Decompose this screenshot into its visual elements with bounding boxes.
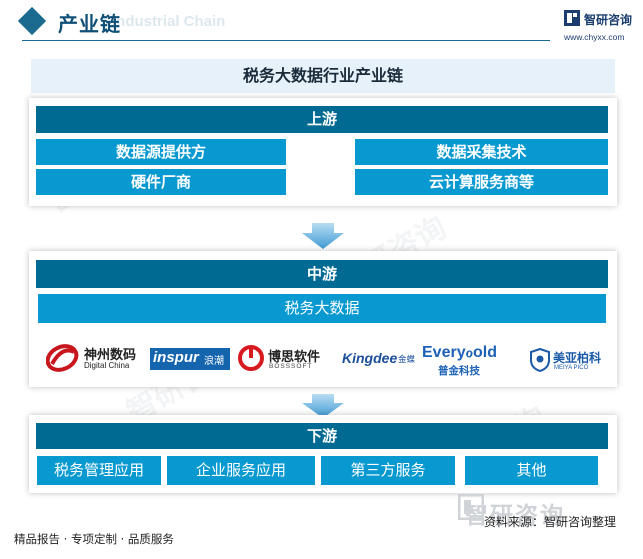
page-title: 产业链 <box>58 12 121 36</box>
footer-slogan: 精品报告 · 专项定制 · 品质服务 <box>14 532 174 546</box>
diamond-icon <box>17 6 47 36</box>
upstream-item: 数据采集技术 <box>355 139 608 165</box>
header-rule <box>22 40 550 41</box>
company-logo-kingdee: Kingdee 金蝶 <box>342 350 422 370</box>
bosssoft-icon <box>238 345 264 371</box>
downstream-item: 企业服务应用 <box>167 456 315 485</box>
company-logo-everygold: Everyℴold 普金科技 <box>422 342 522 378</box>
company-logo-digital-china: 神州数码 Digital China <box>46 342 146 374</box>
company-name: Kingdee <box>342 350 398 366</box>
company-name: inspur <box>153 349 199 366</box>
downstream-label: 下游 <box>36 423 608 449</box>
upstream-item: 云计算服务商等 <box>355 169 608 195</box>
company-sub: 普金科技 <box>438 365 480 377</box>
downstream-item: 第三方服务 <box>321 456 455 485</box>
brand-url: www.chyxx.com <box>564 32 625 42</box>
company-name: 神州数码 <box>84 348 137 363</box>
digital-china-icon <box>46 344 79 372</box>
brand-name: 智研咨询 <box>584 13 633 27</box>
midstream-sub-label: 税务大数据 <box>38 294 606 323</box>
shield-icon <box>530 348 550 372</box>
diagram-title: 税务大数据行业产业链 <box>31 59 615 93</box>
company-name: 博思软件 <box>268 350 321 365</box>
company-name: 美亚柏科 <box>553 351 602 365</box>
company-logo-inspur: inspur 浪潮 <box>150 348 230 370</box>
company-logo-bosssoft: 博思软件 BOSSSOFT <box>238 344 322 374</box>
company-sub: MEIYA PICO <box>554 365 589 371</box>
downstream-item: 税务管理应用 <box>37 456 161 485</box>
source-note: 资料来源：智研咨询整理 <box>484 515 617 529</box>
upstream-item: 硬件厂商 <box>36 169 286 195</box>
company-sub: Digital China <box>84 361 130 370</box>
down-arrow-icon <box>302 223 344 249</box>
company-sub: 浪潮 <box>204 356 224 367</box>
company-sub: 金蝶 <box>398 355 416 365</box>
brand-logo: 智研咨询 www.chyxx.com <box>562 8 642 44</box>
source-watermark: 智研咨询 <box>465 503 565 529</box>
upstream-item: 数据源提供方 <box>36 139 286 165</box>
page-header: Industrial Chain 产业链 <box>0 0 643 44</box>
upstream-label: 上游 <box>36 106 608 133</box>
header-ghost-text: Industrial Chain <box>112 13 226 30</box>
downstream-item: 其他 <box>465 456 598 485</box>
company-sub: BOSSSOFT <box>269 363 313 370</box>
brand-icon <box>564 10 580 26</box>
down-arrow-icon <box>302 394 344 418</box>
source-watermark-icon <box>458 494 484 520</box>
company-logo-meiya-pico: 美亚柏科 MEIYA PICO <box>530 346 618 376</box>
company-name: Everyℴold <box>422 344 497 361</box>
midstream-label: 中游 <box>36 260 608 288</box>
